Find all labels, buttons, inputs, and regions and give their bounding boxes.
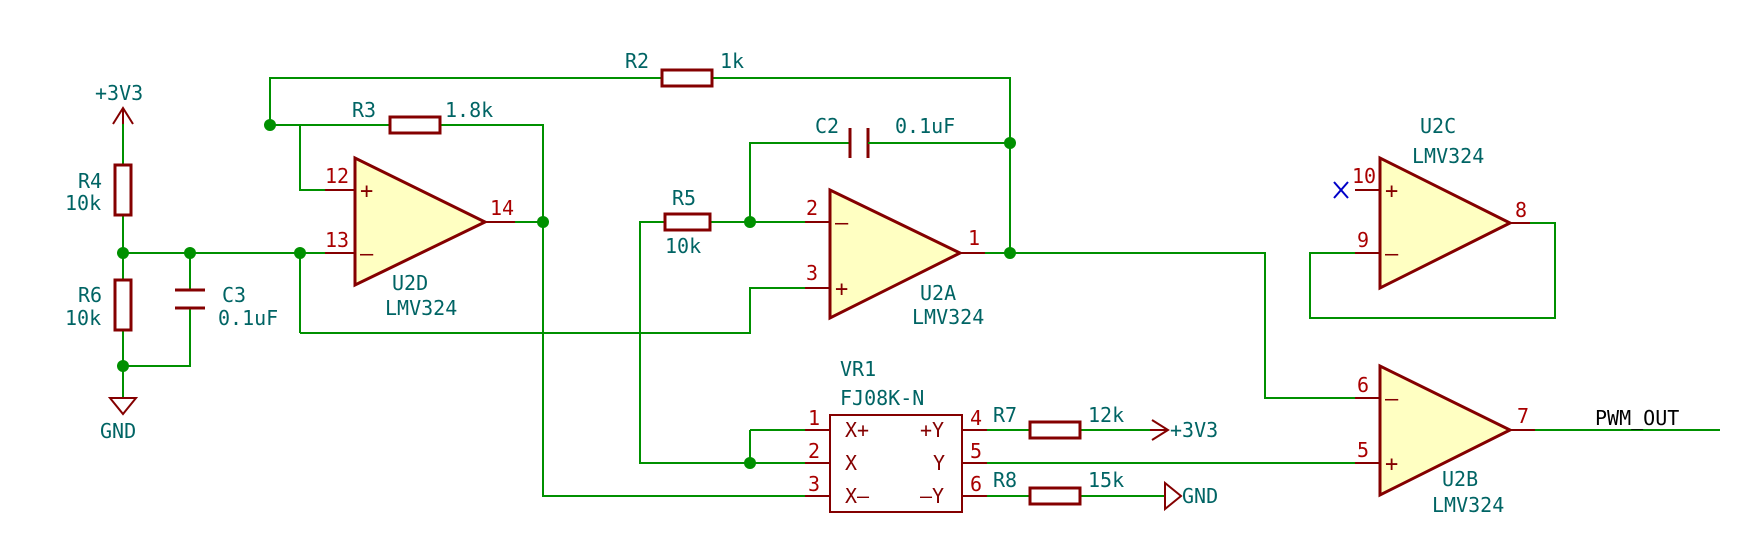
component-value: LMV324 [385, 296, 457, 320]
minus-sign: – [360, 242, 374, 267]
plus-sign: + [835, 277, 848, 302]
pin-number: 13 [325, 228, 349, 252]
opamp-u2c: + – 10 9 8 U2C LMV324 [1333, 114, 1530, 291]
component-value: 0.1uF [218, 306, 278, 330]
component-value: 1k [720, 49, 744, 73]
resistor-r2: R2 1k [625, 49, 744, 88]
pin-name: Y [933, 451, 945, 475]
power-3v3-top: +3V3 [95, 81, 143, 125]
component-ref: R8 [993, 468, 1017, 492]
power-gnd-vr: GND [1164, 480, 1218, 512]
component-ref: U2A [920, 281, 956, 305]
pin-name: X [845, 451, 857, 475]
component-ref: R3 [352, 98, 376, 122]
junction-dots [117, 119, 1016, 469]
component-value: 10k [65, 191, 101, 215]
junction [744, 216, 756, 228]
pin-number: 1 [968, 226, 980, 250]
resistor-r7: R7 12k [993, 403, 1124, 440]
minus-sign: – [835, 211, 849, 236]
component-ref: R4 [78, 169, 102, 193]
junction [184, 247, 196, 259]
junction [117, 247, 129, 259]
resistor-r6: R6 10k [65, 278, 133, 332]
wires [122, 77, 1720, 497]
pin-number: 2 [808, 439, 820, 463]
component-ref: C3 [222, 283, 246, 307]
junction [1004, 247, 1016, 259]
power-gnd-left: GND [100, 397, 139, 443]
pin-number: 5 [1357, 438, 1369, 462]
component-value: 10k [665, 234, 701, 258]
resistor-r3: R3 1.8k [352, 98, 493, 135]
component-value: LMV324 [1432, 493, 1504, 517]
power-label: +3V3 [1170, 418, 1218, 442]
pin-number: 12 [325, 164, 349, 188]
component-value: 12k [1088, 403, 1124, 427]
component-value: LMV324 [1412, 144, 1484, 168]
pin-number: 10 [1352, 164, 1376, 188]
minus-sign: – [1385, 242, 1399, 267]
junction [537, 216, 549, 228]
opamp-u2a: – + 2 3 1 U2A LMV324 [805, 187, 985, 329]
pin-number: 3 [808, 472, 820, 496]
junction [744, 457, 756, 469]
component-ref: U2D [392, 271, 428, 295]
junction [117, 360, 129, 372]
minus-sign: – [1385, 387, 1399, 412]
resistor-r8: R8 15k [993, 468, 1124, 506]
component-ref: VR1 [840, 357, 876, 381]
pin-number: 7 [1517, 404, 1529, 428]
component-ref: R5 [672, 186, 696, 210]
pin-number: 3 [806, 261, 818, 285]
pin-number: 14 [490, 196, 514, 220]
plus-sign: + [1385, 179, 1398, 204]
pin-name: –Y [920, 484, 944, 508]
junction [1004, 137, 1016, 149]
plus-sign: + [1385, 452, 1398, 477]
component-ref: C2 [815, 114, 839, 138]
junction [294, 247, 306, 259]
resistor-r4: R4 10k [65, 163, 133, 217]
pin-number: 6 [970, 472, 982, 496]
net-label-pwm-out: PWM_OUT [1595, 406, 1679, 430]
pin-number: 6 [1357, 373, 1369, 397]
component-value: FJ08K-N [840, 386, 924, 410]
pin-name: +Y [920, 418, 944, 442]
component-value: 10k [65, 306, 101, 330]
component-ref: R6 [78, 283, 102, 307]
pin-number: 1 [808, 406, 820, 430]
power-3v3-vr: +3V3 [1150, 418, 1218, 442]
pin-name: X+ [845, 418, 869, 442]
pin-name: X– [845, 484, 870, 508]
component-ref: R7 [993, 403, 1017, 427]
no-connect-marker [1333, 181, 1349, 199]
power-label: GND [100, 419, 136, 443]
component-ref: U2B [1442, 467, 1478, 491]
power-label: +3V3 [95, 81, 143, 105]
component-value: 15k [1088, 468, 1124, 492]
component-ref: U2C [1420, 114, 1456, 138]
junction [264, 119, 276, 131]
opamp-u2d: + – 12 13 14 U2D LMV324 [325, 155, 515, 320]
resistor-r5: R5 10k [663, 186, 712, 258]
joystick-vr1: VR1 FJ08K-N 1 2 3 4 5 6 X+ X X– +Y Y –Y [805, 357, 987, 513]
power-label: GND [1182, 484, 1218, 508]
capacitor-c2: C2 0.1uF [815, 114, 955, 158]
opamp-u2b: – + 6 5 7 U2B LMV324 [1355, 363, 1535, 517]
component-ref: R2 [625, 49, 649, 73]
pin-number: 2 [806, 196, 818, 220]
component-value: LMV324 [912, 305, 984, 329]
pin-number: 4 [970, 406, 982, 430]
plus-sign: + [360, 179, 373, 204]
capacitor-c3: C3 0.1uF [175, 283, 278, 330]
pin-number: 5 [970, 439, 982, 463]
pin-number: 8 [1515, 198, 1527, 222]
component-value: 0.1uF [895, 114, 955, 138]
component-value: 1.8k [445, 98, 493, 122]
pin-number: 9 [1357, 228, 1369, 252]
